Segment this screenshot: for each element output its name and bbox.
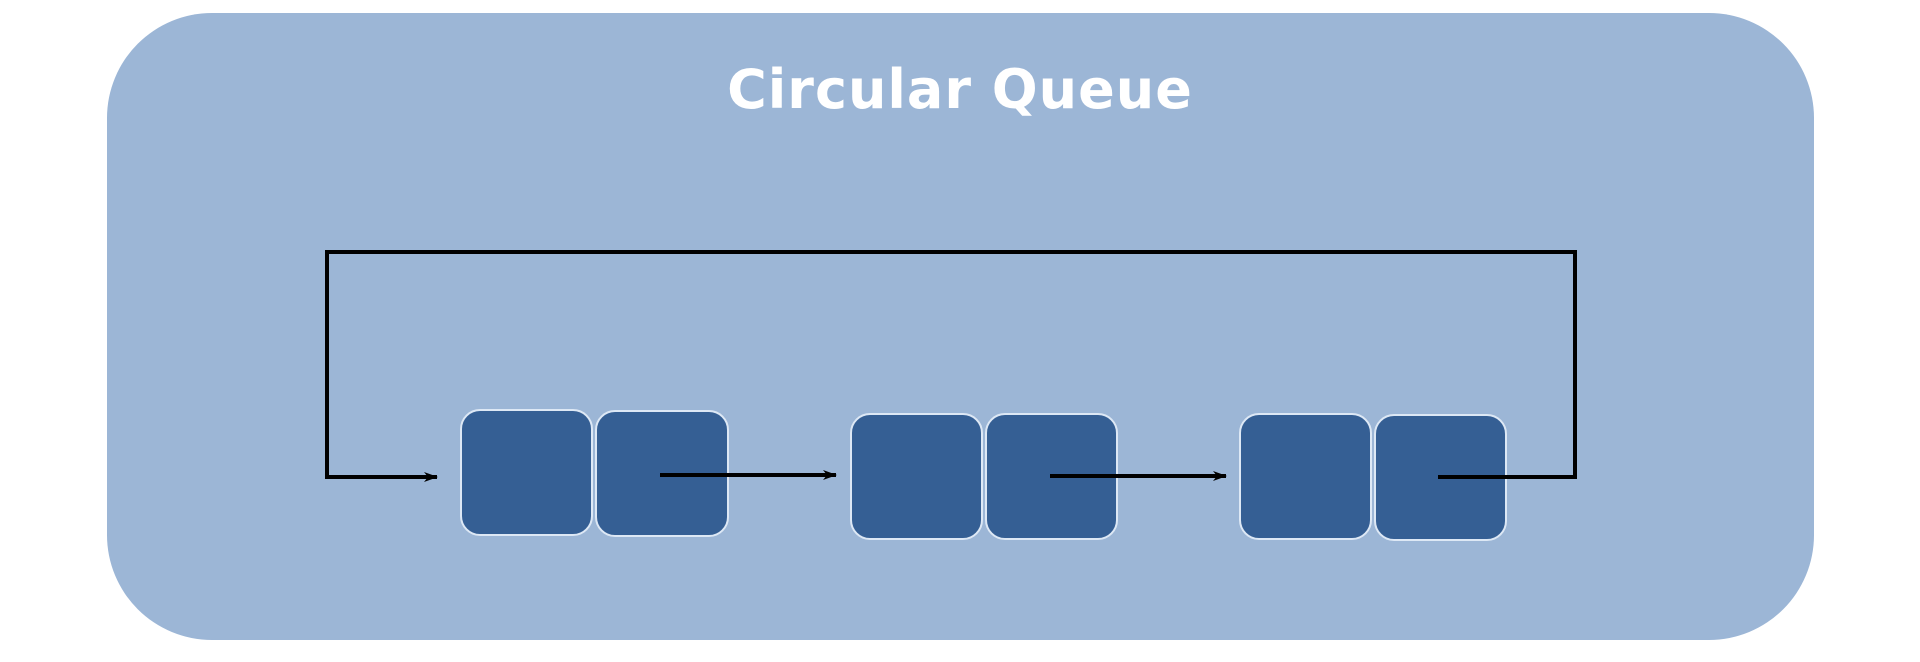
node-3-data-cell [1239, 413, 1372, 540]
diagram-title: Circular Queue [727, 58, 1193, 121]
node-2-data-cell [850, 413, 983, 540]
node-1-data-cell [460, 409, 593, 536]
wrap-around-link [325, 250, 1577, 482]
